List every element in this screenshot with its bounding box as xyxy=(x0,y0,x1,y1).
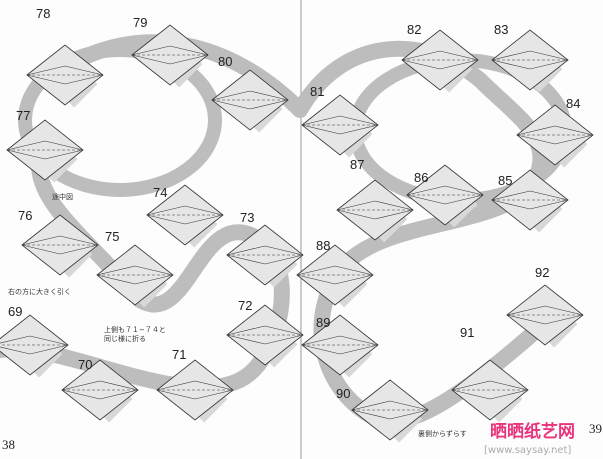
step-number: 71 xyxy=(172,347,187,362)
step-number: 70 xyxy=(78,357,93,372)
watermark-url: [www.saysay.net] xyxy=(484,445,572,456)
step-number: 83 xyxy=(494,22,509,37)
step-number: 78 xyxy=(36,6,51,21)
step-number: 69 xyxy=(8,304,23,319)
note-pull-right: 右の方に大きく引く xyxy=(8,288,71,296)
step-number: 73 xyxy=(240,210,255,225)
step-number: 74 xyxy=(153,185,168,200)
note-in-progress: 途中図 xyxy=(52,193,73,201)
note-fold-upper-2: 同じ様に折る xyxy=(104,335,146,343)
step-number: 92 xyxy=(535,265,550,280)
step-number: 81 xyxy=(310,84,325,99)
step-number: 75 xyxy=(105,229,120,244)
step-number: 86 xyxy=(414,170,429,185)
step-number: 82 xyxy=(407,22,422,37)
gray-loop-band xyxy=(18,43,222,197)
note-fold-upper-1: 上側も７１−７４と xyxy=(104,326,166,334)
step-number: 80 xyxy=(218,54,233,69)
step-number: 87 xyxy=(350,157,365,172)
step-number: 90 xyxy=(336,386,351,401)
step-number: 77 xyxy=(16,108,31,123)
step-number: 91 xyxy=(460,325,475,340)
watermark-title: 晒晒纸艺网 xyxy=(490,422,575,442)
step-number: 72 xyxy=(238,298,253,313)
page-number-left: 38 xyxy=(2,437,15,452)
step-number: 89 xyxy=(316,315,331,330)
step-number: 79 xyxy=(133,15,148,30)
step-number: 84 xyxy=(566,96,581,111)
step-number: 85 xyxy=(498,173,513,188)
page-number-right: 39 xyxy=(589,421,602,436)
step-number: 88 xyxy=(316,238,331,253)
step-number: 76 xyxy=(18,208,33,223)
note-shift-from-back: 裏側からずらす xyxy=(418,430,467,438)
